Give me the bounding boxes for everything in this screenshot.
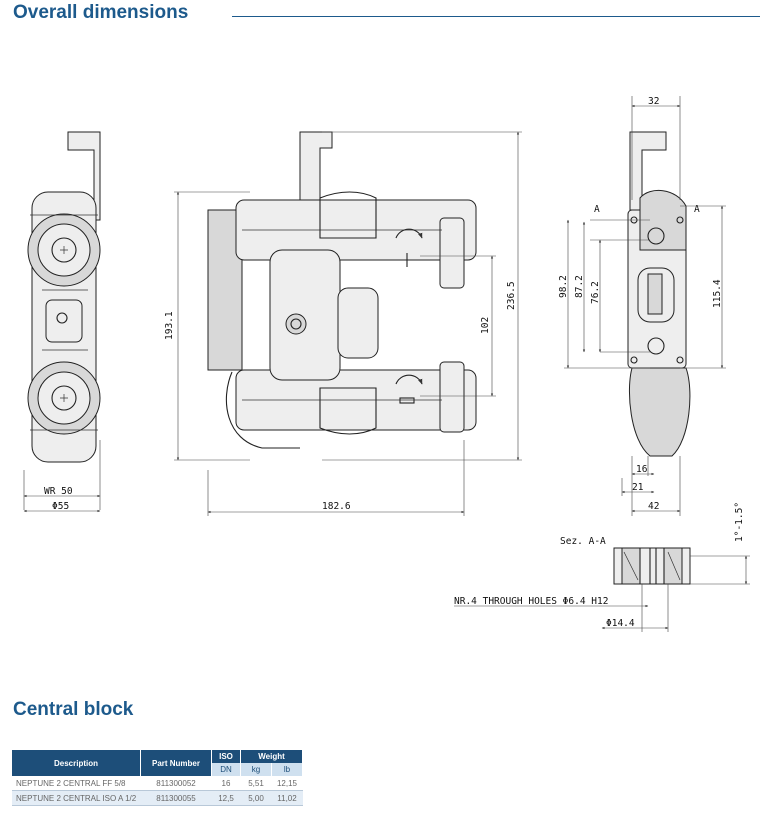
dim-98-2: 98.2: [558, 275, 569, 298]
cell-description: NEPTUNE 2 CENTRAL ISO A 1/2: [12, 790, 141, 806]
dim-wr50: WR 50: [44, 486, 73, 497]
central-block-table: Description Part Number ISO Weight DN kg…: [12, 750, 303, 806]
section-mark-a-left: A: [594, 204, 600, 215]
cell-dn: 16: [211, 776, 241, 791]
dim-193-1: 193.1: [164, 311, 175, 340]
dim-236-5: 236.5: [506, 281, 517, 310]
header-kg: kg: [240, 763, 272, 776]
header-part-number: Part Number: [140, 750, 212, 776]
header-description: Description: [12, 750, 141, 776]
table-row: NEPTUNE 2 CENTRAL FF 5/8 811300052 16 5,…: [12, 776, 303, 791]
header-iso: ISO: [211, 750, 241, 763]
cell-kg: 5,51: [240, 776, 272, 791]
cell-lb: 11,02: [271, 790, 303, 806]
dim-115-4: 115.4: [712, 279, 723, 308]
dim-76-2: 76.2: [590, 281, 601, 304]
dim-16: 16: [636, 464, 648, 475]
header-dn: DN: [211, 763, 241, 776]
dim-42: 42: [648, 501, 659, 512]
technical-drawing: WR 50 Φ55 193.1 236.5 102 182.6: [23, 96, 750, 632]
title-rule: [232, 16, 760, 17]
table-row: NEPTUNE 2 CENTRAL ISO A 1/2 811300055 12…: [12, 790, 303, 806]
cell-lb: 12,15: [271, 776, 303, 791]
cell-dn: 12,5: [211, 790, 241, 806]
dim-d55: Φ55: [52, 501, 69, 512]
header-weight: Weight: [240, 750, 303, 763]
dim-through-holes: NR.4 THROUGH HOLES Φ6.4 H12: [454, 596, 608, 607]
overall-dimensions-title: Overall dimensions: [13, 2, 189, 23]
dim-87-2: 87.2: [574, 275, 585, 298]
section-a-a: [613, 547, 691, 585]
section-label: Sez. A-A: [560, 536, 606, 547]
dim-102: 102: [480, 317, 491, 334]
dim-21: 21: [632, 482, 644, 493]
header-lb: lb: [271, 763, 303, 776]
cell-description: NEPTUNE 2 CENTRAL FF 5/8: [12, 776, 141, 791]
central-block-title: Central block: [13, 699, 134, 720]
cell-kg: 5,00: [240, 790, 272, 806]
cell-part-number: 811300055: [140, 790, 212, 806]
dim-angle: 1°-1.5°: [734, 502, 745, 542]
side-view-right: [627, 131, 691, 457]
dim-182-6: 182.6: [322, 501, 351, 512]
cell-part-number: 811300052: [140, 776, 212, 791]
section-mark-a-right: A: [694, 204, 700, 215]
dim-32: 32: [648, 96, 659, 107]
side-view-left: [23, 131, 101, 510]
front-view: [207, 131, 477, 449]
dim-d14-4: Φ14.4: [606, 618, 635, 629]
